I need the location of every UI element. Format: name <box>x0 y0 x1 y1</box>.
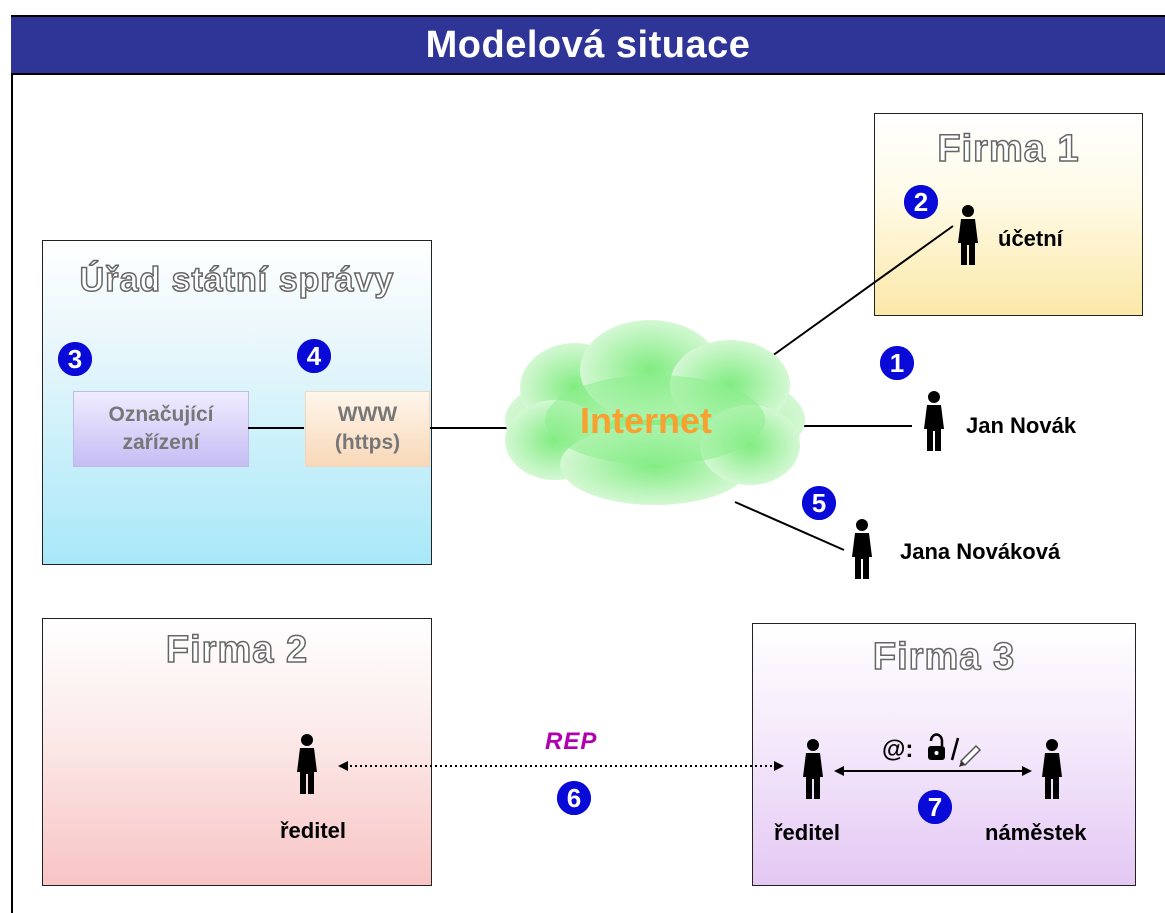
page-title: Modelová situace <box>425 24 751 66</box>
number-badge-2: 2 <box>904 185 938 219</box>
left-border <box>11 75 13 913</box>
device-www-line2: (https) <box>334 431 401 454</box>
person-icon-reditel-firma3 <box>803 739 823 799</box>
title-bar: Modelová situace <box>11 15 1165 75</box>
person-label-ucetni: účetní <box>998 226 1063 251</box>
number-badge-5: 5 <box>802 486 836 520</box>
person-label-jana-novakova: Jana Nováková <box>900 539 1061 564</box>
device-www-line1: WWW <box>337 403 398 426</box>
box-urad-title: Úřad státní správy <box>79 260 395 300</box>
box-firma3-title: Firma 3 <box>872 635 1016 679</box>
person-label-jan-novak: Jan Novák <box>966 413 1077 438</box>
number-badge-7: 7 <box>918 790 952 824</box>
cert-label: @: <box>882 736 914 763</box>
box-urad: Úřad státní správy Označující zařízení W… <box>42 240 432 565</box>
person-label-namestek: náměstek <box>985 820 1087 845</box>
box-firma1-title: Firma 1 <box>937 127 1080 171</box>
lock-icon <box>928 733 945 760</box>
person-icon-reditel-firma2 <box>297 734 317 794</box>
device-oznacujici-line2: zařízení <box>122 431 200 454</box>
device-www: WWW (https) <box>305 391 430 467</box>
pen-icon <box>959 744 982 767</box>
line-internet-ucetni <box>771 225 954 357</box>
box-firma2-title: Firma 2 <box>165 628 309 672</box>
device-oznacujici: Označující zařízení <box>73 391 249 467</box>
rep-label: REP <box>545 728 598 755</box>
number-badge-4: 4 <box>297 339 331 373</box>
person-icon-jana-novakova <box>852 519 872 579</box>
number-badge-3: 3 <box>58 342 92 376</box>
line-internet-jananovakova <box>734 501 845 551</box>
box-firma2: Firma 2 <box>42 618 432 886</box>
person-label-reditel-firma2: ředitel <box>280 818 347 843</box>
person-icon-jan-novak <box>924 391 944 451</box>
person-icon-namestek <box>1042 739 1062 799</box>
internet-label: Internet <box>580 400 713 441</box>
person-label-reditel-firma3: ředitel <box>774 820 841 845</box>
number-badge-1: 1 <box>880 346 914 380</box>
cloud-icon <box>505 320 805 505</box>
device-oznacujici-line1: Označující <box>108 403 214 426</box>
number-badge-6: 6 <box>557 781 591 815</box>
person-icon-ucetni <box>958 205 978 265</box>
slash-separator <box>950 737 960 761</box>
